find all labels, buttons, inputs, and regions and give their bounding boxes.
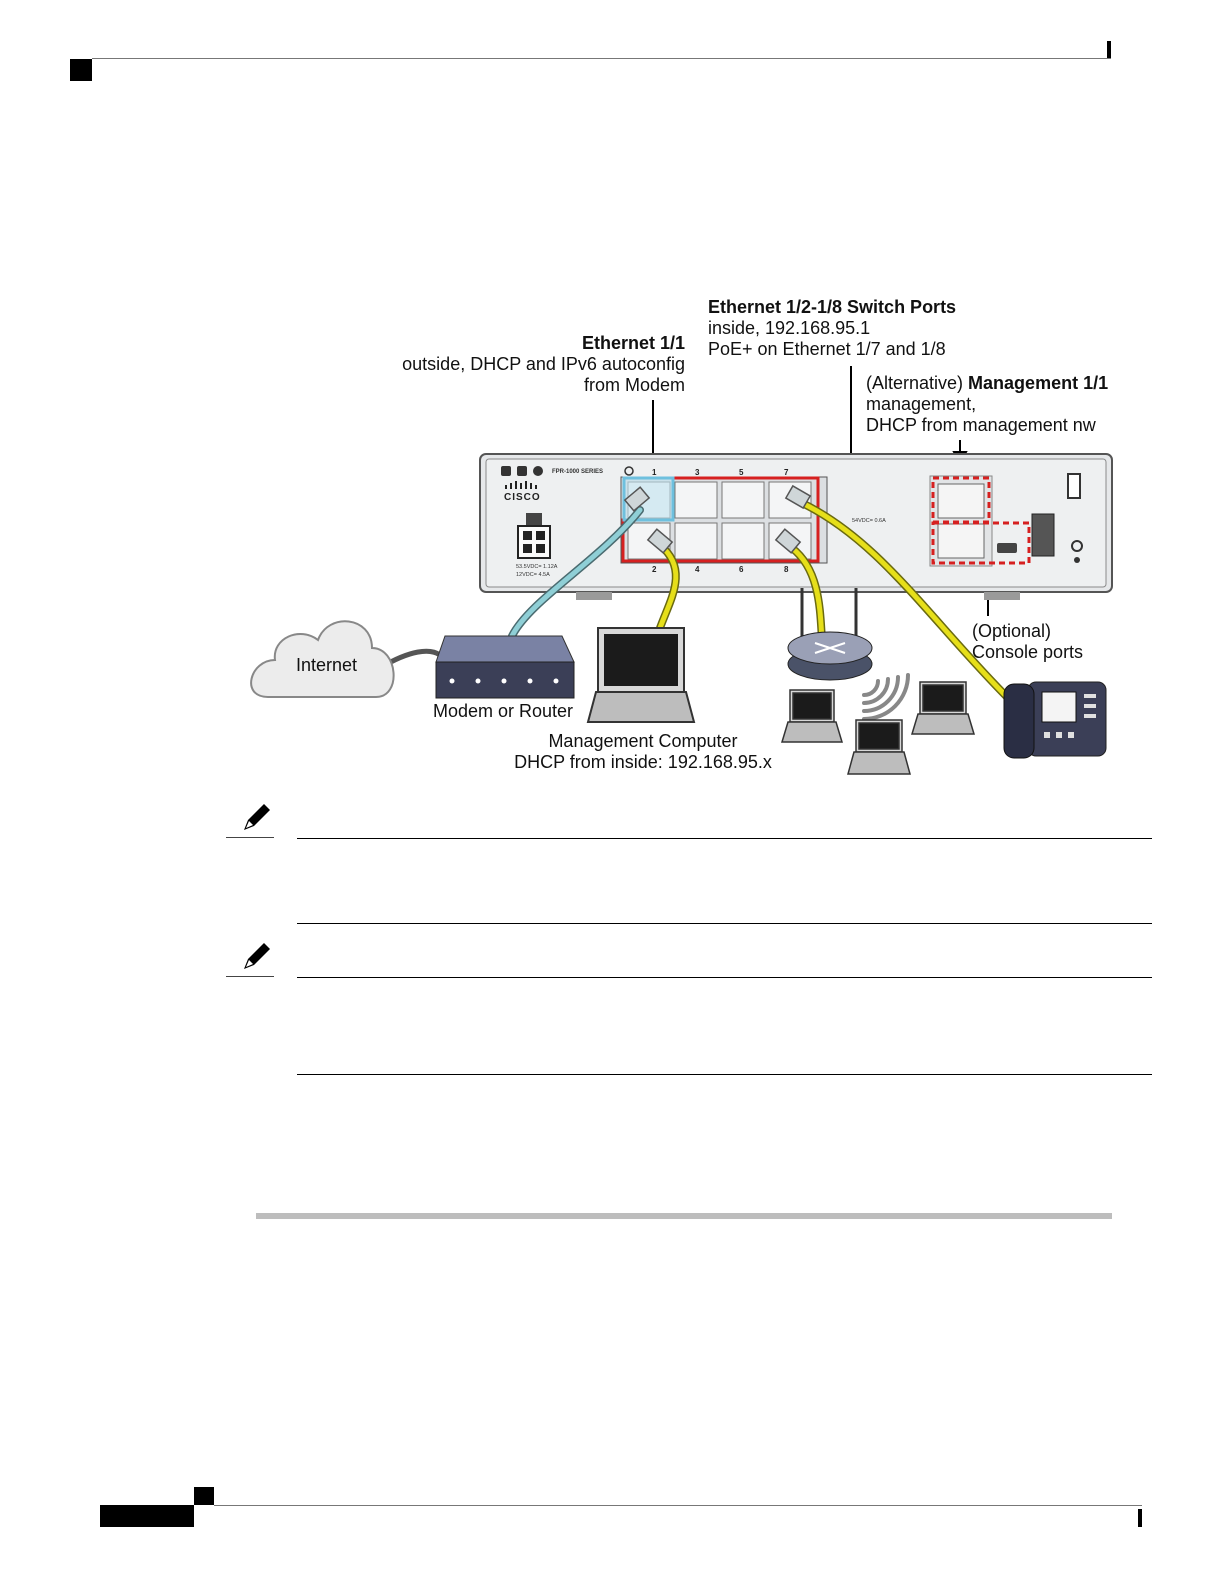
note-icon-rule [226, 837, 274, 838]
modem-label: Modem or Router [433, 701, 574, 721]
power-rating: 53.5VDC= 1.12A [516, 564, 558, 570]
port-number-5: 5 [739, 468, 744, 477]
management-label: (Alternative) Management 1/1 management,… [866, 373, 1108, 436]
modem-router-icon [435, 635, 575, 699]
eth11-line2: from Modem [583, 375, 685, 395]
brand-label: CISCO [504, 492, 541, 503]
client-laptop-icon [780, 689, 844, 743]
note-icon-rule [226, 976, 274, 977]
port-number-2: 2 [652, 565, 657, 574]
reset-icon [1071, 540, 1083, 552]
wireless-router-icon [787, 588, 873, 681]
port-number-3: 3 [695, 468, 700, 477]
note-rule-top [297, 838, 1152, 839]
note-pencil-icon [244, 943, 270, 969]
mini-usb-console-icon [997, 543, 1017, 553]
power-connector-icon [517, 513, 551, 559]
note-rule-top [297, 977, 1152, 978]
port-number-7: 7 [784, 468, 789, 477]
footer-page-bar [100, 1505, 194, 1527]
console-line2: Console ports [972, 642, 1084, 662]
mgmt-pc-line2: DHCP from inside: 192.168.95.x [514, 752, 772, 772]
network-diagram: FPR-1000 SERIES CISCO 53.5VDC= 1.12A 12V… [250, 366, 1113, 775]
power-led-icon [1074, 557, 1080, 563]
mgmt-line1: management, [866, 394, 977, 414]
header-marker [70, 59, 92, 81]
eth11-title: Ethernet 1/1 [581, 333, 685, 353]
mgmt-title: Management 1/1 [968, 373, 1109, 393]
switch-ports-label: Ethernet 1/2-1/8 Switch Ports inside, 19… [708, 297, 956, 360]
wifi-waves-icon [862, 673, 910, 721]
lock-slot-icon [1067, 473, 1081, 499]
port-number-4: 4 [695, 565, 700, 574]
ground-icon [624, 466, 634, 476]
mgmt-line2: DHCP from management nw [866, 415, 1096, 435]
console-label: (Optional) Console ports [972, 621, 1083, 663]
client-laptop-icon [910, 681, 976, 735]
cisco-logo-icon [505, 481, 537, 489]
note-pencil-icon [244, 804, 270, 830]
note-rule-bottom [297, 1074, 1152, 1075]
mgmt-prefix: (Alternative) [866, 373, 969, 393]
header-tick [1107, 41, 1111, 58]
status-led-icons [501, 466, 543, 476]
note-rule-bottom [297, 923, 1152, 924]
client-laptop-icon [847, 719, 911, 775]
console-line1: (Optional) [972, 621, 1052, 641]
port-number-1: 1 [652, 468, 657, 477]
footer-rule [214, 1505, 1142, 1506]
series-label: FPR-1000 SERIES [552, 469, 603, 475]
internet-label: Internet [296, 655, 357, 675]
switch-line2: PoE+ on Ethernet 1/7 and 1/8 [708, 339, 946, 359]
eth11-label: Ethernet 1/1 outside, DHCP and IPv6 auto… [402, 333, 685, 396]
header-rule [92, 58, 1111, 59]
port-number-8: 8 [784, 565, 789, 574]
mgmt-computer-label: Management Computer DHCP from inside: 19… [500, 731, 786, 773]
mgmt-pc-line1: Management Computer [548, 731, 738, 751]
footer-marker [194, 1487, 214, 1505]
management-ports [929, 473, 1083, 567]
switch-line1: inside, 192.168.95.1 [708, 318, 871, 338]
switch-title: Ethernet 1/2-1/8 Switch Ports [708, 297, 957, 317]
eth11-line1: outside, DHCP and IPv6 autoconfig [402, 354, 685, 374]
cables [377, 498, 1014, 704]
poe-rating: 54VDC= 0.6A [852, 518, 886, 524]
section-divider [256, 1213, 1112, 1219]
management-laptop-icon [586, 627, 696, 723]
cable-plugs [623, 484, 812, 554]
ip-phone-icon [1003, 681, 1107, 759]
footer-tick [1138, 1509, 1142, 1527]
usb-port-icon [1031, 513, 1055, 557]
power-rating-2: 12VDC= 4.5A [516, 572, 550, 578]
internet-cloud-icon: Internet [250, 620, 395, 698]
port-number-6: 6 [739, 565, 744, 574]
